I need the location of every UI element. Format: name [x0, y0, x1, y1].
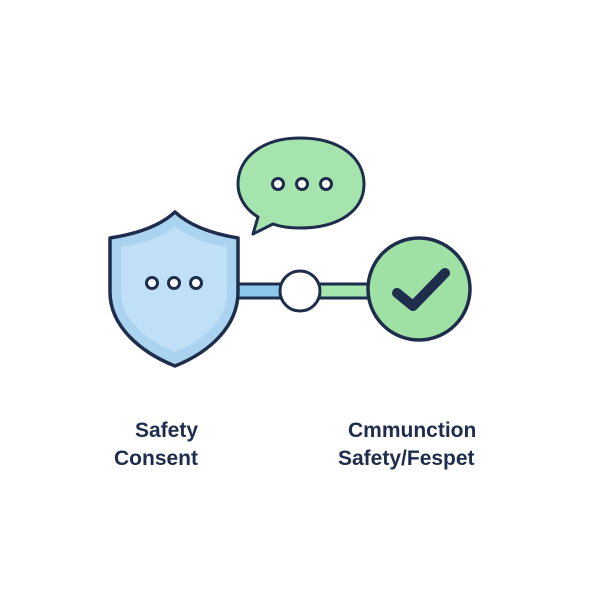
shield-dot	[145, 276, 159, 290]
shield-dot	[189, 276, 203, 290]
speech-bubble-icon	[236, 136, 366, 236]
bubble-dot	[319, 177, 333, 191]
bubble-dot	[271, 177, 285, 191]
connector-right-bar	[312, 282, 376, 300]
connector-node	[278, 269, 322, 313]
bubble-dot	[295, 177, 309, 191]
checkmark-icon	[392, 268, 450, 311]
shield-dot	[167, 276, 181, 290]
right-label-line2: Safety/Fespet	[338, 447, 475, 470]
right-label-line1: Cmmunction	[348, 419, 477, 442]
shield-icon	[108, 210, 240, 368]
left-label-line1: Safety	[135, 419, 199, 442]
checkmark-circle-icon	[366, 236, 472, 342]
left-label-line2: Consent	[114, 447, 198, 470]
